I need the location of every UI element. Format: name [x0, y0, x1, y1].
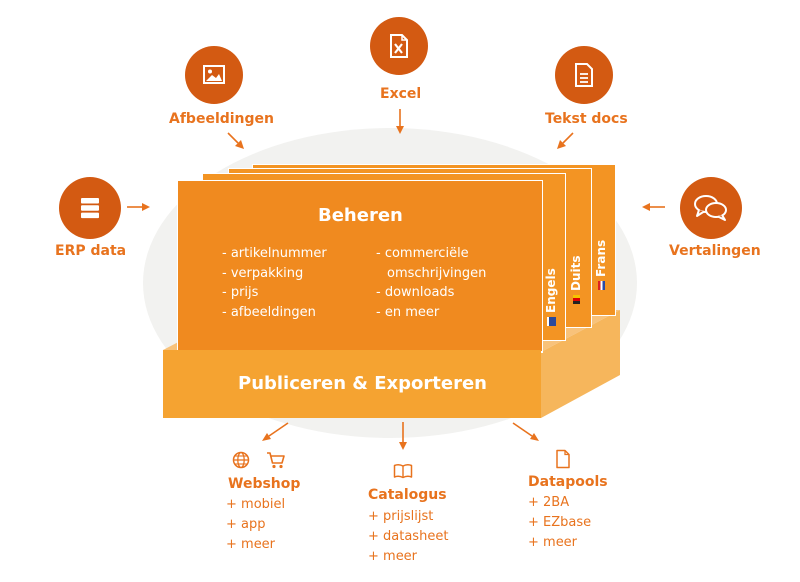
input-arrows	[127, 109, 665, 211]
beheren-title: Beheren	[318, 205, 403, 226]
shopping-cart-icon	[267, 452, 285, 469]
erp-circle	[59, 177, 121, 239]
input-label-afbeeldingen: Afbeeldingen	[169, 111, 275, 127]
flag-de-icon	[572, 295, 580, 304]
input-label-erp: ERP data	[55, 243, 127, 259]
globe-icon	[232, 451, 250, 469]
list-item: + 2BA	[528, 495, 570, 510]
list-item: + meer	[528, 535, 578, 550]
output-list-catalogus: + prijslijst + datasheet + meer	[368, 507, 448, 567]
list-item: + mobiel	[226, 497, 286, 512]
open-book-icon	[393, 464, 413, 479]
list-item: + EZbase	[528, 515, 592, 530]
list-item: omschrijvingen	[387, 265, 487, 281]
list-item: - downloads	[376, 285, 455, 300]
afbeeldingen-circle	[185, 46, 243, 104]
publish-box-front	[163, 350, 541, 418]
output-list-datapools: + 2BA + EZbase + meer	[528, 493, 591, 553]
output-title-catalogus: Catalogus	[368, 487, 447, 503]
list-item: + prijslijst	[368, 509, 434, 524]
list-item: - commerciële	[376, 246, 469, 261]
output-list-webshop: + mobiel + app + meer	[226, 495, 285, 555]
list-item: + meer	[368, 549, 418, 564]
flag-fr-icon	[597, 281, 605, 290]
input-label-excel: Excel	[380, 86, 422, 102]
list-item: - afbeeldingen	[222, 304, 316, 320]
input-label-tekst: Tekst docs	[545, 111, 628, 127]
list-item: - artikelnummer	[222, 246, 327, 261]
beheren-right-list: - commerciële omschrijvingen - downloads…	[376, 244, 486, 322]
output-title-webshop: Webshop	[228, 476, 301, 492]
tekst-circle	[555, 46, 613, 104]
language-label-frans: Frans	[594, 240, 608, 290]
excel-circle	[370, 17, 428, 75]
chat-bubbles-icon	[694, 195, 727, 221]
file-icon	[556, 449, 570, 469]
image-icon	[203, 65, 225, 84]
output-title-datapools: Datapools	[528, 474, 608, 490]
list-item: + app	[226, 517, 266, 532]
list-item: - verpakking	[222, 265, 304, 281]
language-label-engels: Engels	[544, 268, 558, 326]
list-item: + meer	[226, 537, 276, 552]
flag-uk-icon	[546, 317, 556, 326]
input-label-vertalingen: Vertalingen	[669, 243, 761, 259]
output-arrows	[262, 422, 539, 450]
list-item: - en meer	[376, 304, 440, 320]
database-icon	[81, 198, 99, 219]
excel-file-icon	[390, 34, 408, 58]
beheren-left-list: - artikelnummer - verpakking - prijs - a…	[222, 244, 327, 322]
list-item: - prijs	[222, 285, 259, 300]
publish-label: Publiceren & Exporteren	[238, 373, 487, 394]
list-item: + datasheet	[368, 529, 449, 544]
vertalingen-circle	[680, 177, 742, 239]
publish-box-side	[541, 310, 620, 418]
language-label-duits: Duits	[569, 256, 583, 304]
text-document-icon	[575, 63, 593, 87]
beheren-card: Beheren - artikelnummer - verpakking - p…	[177, 180, 543, 352]
